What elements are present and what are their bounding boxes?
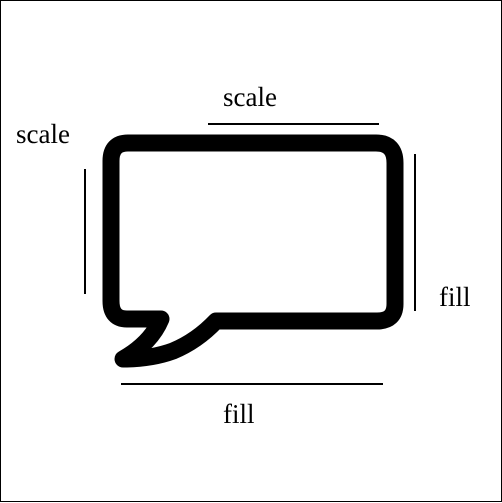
right-fill-label: fill: [439, 282, 471, 312]
speech-bubble-icon: [102, 134, 404, 368]
left-scale-label: scale: [16, 119, 70, 149]
top-scale-label: scale: [223, 82, 277, 112]
bottom-fill-label: fill: [223, 399, 255, 429]
